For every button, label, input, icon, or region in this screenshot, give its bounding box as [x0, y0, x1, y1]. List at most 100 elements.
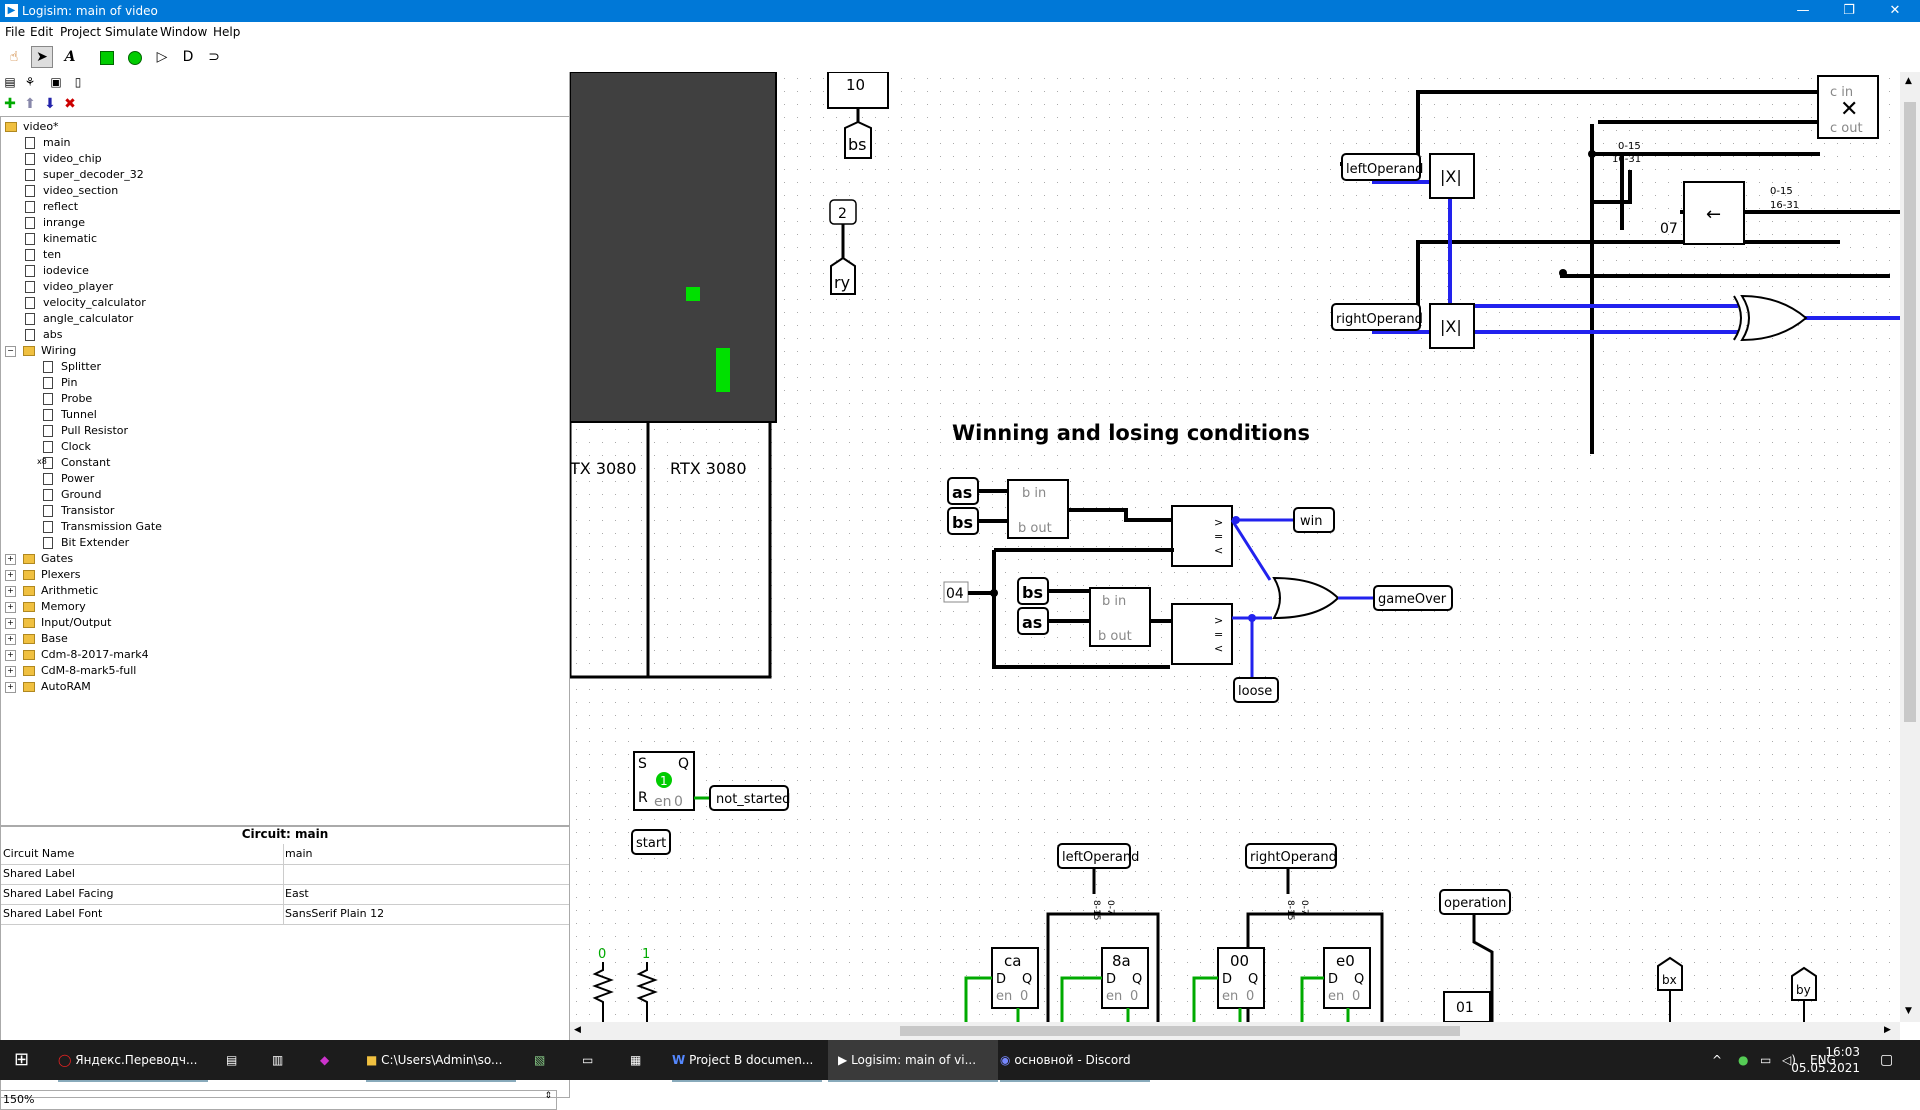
gpu-box: [570, 422, 772, 679]
tree-item-label: Base: [41, 632, 68, 645]
add-circuit-icon[interactable]: ✚: [4, 96, 16, 112]
tray-language[interactable]: ENG: [1810, 1053, 1836, 1067]
vertical-scroll-thumb[interactable]: [1904, 102, 1916, 722]
bx-tunnel[interactable]: [1657, 956, 1683, 991]
scroll-right-icon[interactable]: ▶: [1884, 1025, 1891, 1035]
task-gimp-icon[interactable]: ◆: [320, 1053, 330, 1067]
edit-appearance-icon[interactable]: ▯: [74, 75, 82, 89]
comparator-b[interactable]: [1171, 603, 1233, 665]
subtractor-a[interactable]: [1007, 479, 1069, 539]
zoom-spinner-icon[interactable]: ⇕: [544, 1091, 552, 1101]
tray-network-icon[interactable]: ▭: [1760, 1053, 1772, 1067]
menu-help[interactable]: Help: [213, 25, 241, 39]
tree-expand-icon[interactable]: +: [5, 570, 16, 581]
task-notepad-icon[interactable]: ▤: [226, 1053, 238, 1067]
tray-volume-icon[interactable]: ◁): [1782, 1053, 1796, 1067]
operation-tunnel: operation: [1444, 896, 1506, 911]
tree-expand-icon[interactable]: +: [5, 634, 16, 645]
poke-tool-icon[interactable]: ☝: [9, 49, 19, 65]
menu-file[interactable]: File: [5, 25, 26, 39]
ry-tunnel[interactable]: [830, 256, 856, 295]
simulation-tree-icon[interactable]: ⚘: [24, 75, 36, 89]
minimize-button[interactable]: —: [1796, 3, 1810, 18]
comparator-a[interactable]: [1171, 505, 1233, 567]
task-explorer[interactable]: ■ C:\Users\Admin\so...: [366, 1040, 516, 1082]
by-tunnel[interactable]: [1791, 966, 1817, 1001]
task-logisim[interactable]: ▶ Logisim: main of vi...: [828, 1040, 998, 1082]
menu-project[interactable]: Project: [60, 25, 102, 39]
edit-layout-icon[interactable]: ▣: [50, 75, 62, 89]
xor-gate[interactable]: [1740, 294, 1808, 342]
restore-button[interactable]: ❐: [1843, 3, 1855, 18]
tray-clock[interactable]: 16:03 05.05.2021: [1791, 1044, 1860, 1076]
scroll-up-icon[interactable]: ▲: [1905, 76, 1912, 86]
move-up-icon[interactable]: ⬆: [24, 96, 36, 112]
tray-chevron-icon[interactable]: ^: [1712, 1053, 1723, 1067]
and-gate-icon[interactable]: D: [182, 49, 194, 65]
task-discord[interactable]: ◉ основной - Discord: [1000, 1040, 1150, 1082]
register-3[interactable]: 00: [1217, 947, 1265, 1009]
task-yandex[interactable]: ◯ Яндекс.Переводч...: [58, 1040, 208, 1082]
text-tool-icon[interactable]: A: [64, 49, 76, 65]
scroll-left-icon[interactable]: ◀: [574, 1025, 581, 1035]
discord-icon: ◉: [1000, 1053, 1011, 1067]
not-gate-icon[interactable]: ▷: [156, 49, 168, 65]
multiply-icon: ✕: [1840, 97, 1858, 122]
or-gate-icon[interactable]: ⊃: [208, 49, 220, 65]
pin-output-icon[interactable]: [124, 47, 144, 67]
tree-expand-icon[interactable]: +: [5, 586, 16, 597]
reg3-d: D: [1222, 972, 1232, 987]
toolbox-view-icon[interactable]: ▤: [4, 75, 16, 89]
delete-circuit-icon[interactable]: ✖: [64, 96, 76, 112]
task-label: Яндекс.Переводч...: [75, 1053, 198, 1067]
register-1[interactable]: ca: [991, 947, 1039, 1009]
circuit-drawing[interactable]: TX 3080 RTX 3080 10 bs 2 ry leftOperand …: [570, 72, 1900, 1022]
bs-tunnel[interactable]: [844, 120, 872, 159]
menu-simulate[interactable]: Simulate: [105, 25, 159, 39]
circuit-canvas[interactable]: TX 3080 RTX 3080 10 bs 2 ry leftOperand …: [570, 72, 1900, 1022]
task-doc-icon[interactable]: ▥: [272, 1053, 284, 1067]
task-editor-icon[interactable]: ▧: [534, 1053, 546, 1067]
section-title: Winning and losing conditions: [952, 421, 1310, 445]
select-tool-icon[interactable]: ➤: [31, 46, 53, 68]
prop-key: Shared Label: [3, 867, 75, 880]
task-word[interactable]: W Project B documen...: [672, 1040, 822, 1082]
tree-expand-icon[interactable]: +: [5, 650, 16, 661]
prop-value[interactable]: SansSerif Plain 12: [285, 907, 385, 920]
tree-expand-icon[interactable]: +: [5, 682, 16, 693]
subtractor-b[interactable]: [1089, 587, 1151, 647]
vertical-scrollbar[interactable]: ▲ ▼: [1900, 72, 1920, 1022]
tree-expand-icon[interactable]: +: [5, 602, 16, 613]
prop-value[interactable]: East: [285, 887, 309, 900]
tree-expand-icon[interactable]: +: [5, 666, 16, 677]
prop-row-shared-label[interactable]: Shared Label: [1, 864, 569, 885]
prop-value[interactable]: main: [285, 847, 313, 860]
multiplier[interactable]: [1817, 75, 1879, 139]
pin-input-icon[interactable]: [96, 47, 116, 67]
scroll-down-icon[interactable]: ▼: [1905, 1006, 1912, 1016]
tray-app-icon[interactable]: ●: [1738, 1053, 1749, 1067]
notifications-icon[interactable]: ▢: [1880, 1052, 1894, 1068]
horizontal-scrollbar[interactable]: ◀ ▶: [570, 1022, 1900, 1040]
tree-expand-icon[interactable]: +: [5, 554, 16, 565]
register-2[interactable]: 8a: [1101, 947, 1149, 1009]
abs-right[interactable]: [1429, 303, 1475, 349]
menu-window[interactable]: Window: [160, 25, 208, 39]
zoom-field[interactable]: 150%⇕: [0, 1090, 557, 1110]
start-windows-icon[interactable]: ⊞: [14, 1049, 30, 1070]
horizontal-scroll-thumb[interactable]: [900, 1026, 1460, 1036]
menu-edit[interactable]: Edit: [30, 25, 54, 39]
task-media-icon[interactable]: ▦: [630, 1053, 642, 1067]
move-down-icon[interactable]: ⬇: [44, 96, 56, 112]
task-terminal-icon[interactable]: ▭: [582, 1053, 594, 1067]
tree-expand-icon[interactable]: +: [5, 618, 16, 629]
close-button[interactable]: ✕: [1889, 3, 1901, 18]
abs-left[interactable]: [1429, 153, 1475, 199]
shifter[interactable]: [1683, 181, 1745, 245]
tree-item-label: Power: [61, 472, 95, 485]
tree-expand-icon[interactable]: −: [5, 346, 16, 357]
or-gate[interactable]: [1272, 576, 1340, 620]
